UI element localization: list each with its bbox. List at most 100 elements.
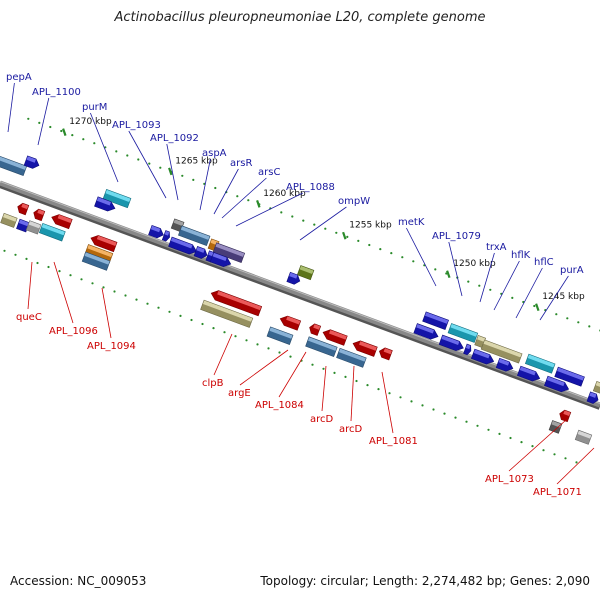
gene-block-highlight xyxy=(105,189,131,203)
gene-block-highlight xyxy=(527,354,556,368)
leader-line-upper xyxy=(199,158,211,211)
gene-block-outline xyxy=(470,348,495,365)
map-title: Actinobacillus pleuropneumoniae L20, com… xyxy=(114,10,486,25)
scale-dot xyxy=(313,223,316,226)
scale-dot xyxy=(531,445,534,448)
gene-block-body xyxy=(211,290,262,316)
gene-label-lower: APL_1084 xyxy=(255,400,304,411)
scale-dot xyxy=(69,274,72,277)
scale-dot xyxy=(467,280,470,283)
scale-dot xyxy=(278,351,281,354)
gene-block-highlight xyxy=(338,348,367,362)
gene-block xyxy=(322,329,348,346)
scale-dot xyxy=(49,125,52,129)
gene-block-outline xyxy=(33,208,46,222)
gene-label-lower: APL_1096 xyxy=(49,326,98,337)
gene-block-outline xyxy=(447,323,479,343)
gene-block-highlight xyxy=(595,381,600,390)
scale-tick-label: 1250 kbp xyxy=(453,259,496,269)
gene-block-highlight xyxy=(441,335,460,346)
gene-block-highlight xyxy=(26,155,37,163)
scale-dot xyxy=(71,134,74,137)
gene-block xyxy=(210,290,263,317)
gene-block xyxy=(38,222,66,242)
scale-dot xyxy=(192,178,195,181)
gene-block xyxy=(193,246,208,259)
gene-block xyxy=(524,353,556,374)
gene-block xyxy=(559,409,572,423)
leader-line-lower xyxy=(53,261,74,324)
scale-tick xyxy=(168,167,173,176)
gene-block xyxy=(51,214,73,230)
leader-line-upper xyxy=(448,241,463,297)
gene-block-highlight xyxy=(359,340,378,351)
gene-block-highlight xyxy=(424,311,449,324)
scale-dot xyxy=(47,265,50,269)
gene-block-outline xyxy=(305,336,338,357)
gene-label-lower: queC xyxy=(16,312,42,323)
gene-block-highlight xyxy=(212,252,227,262)
scale-dot xyxy=(280,211,283,214)
scale-dot xyxy=(148,162,151,165)
scale-dot xyxy=(91,282,94,285)
gene-block-outline xyxy=(161,230,170,242)
gene-block-outline xyxy=(554,366,585,387)
gene-block-outline xyxy=(0,155,28,176)
leader-line-lower xyxy=(350,365,355,422)
gene-block-outline xyxy=(23,155,40,169)
gene-block-outline xyxy=(352,340,378,357)
gene-label-lower: argE xyxy=(228,388,251,399)
gene-block xyxy=(592,380,600,397)
gene-block xyxy=(90,235,118,253)
gene-block-highlight xyxy=(170,237,193,249)
gene-block-outline xyxy=(286,271,301,285)
gene-block-outline xyxy=(586,391,599,404)
gene-block xyxy=(25,220,42,235)
gene-block-highlight xyxy=(37,209,45,216)
gene-block-highlight xyxy=(180,225,211,240)
gene-block xyxy=(16,218,30,233)
scale-dot xyxy=(236,195,239,198)
backbone-highlight xyxy=(0,181,600,404)
gene-block-highlight xyxy=(96,235,118,247)
gene-block-highlight xyxy=(269,326,293,339)
gene-block-outline xyxy=(480,339,523,364)
gene-block xyxy=(413,323,439,340)
gene-block-highlight xyxy=(329,329,348,340)
leader-line-upper xyxy=(299,206,347,241)
gene-block-highlight xyxy=(21,203,29,210)
gene-block-body xyxy=(90,235,118,252)
gene-block xyxy=(305,336,338,357)
scale-dot xyxy=(82,138,85,141)
scale-dot xyxy=(377,388,380,391)
gene-block-outline xyxy=(266,326,294,345)
scale-dot xyxy=(498,432,501,435)
gene-block-outline xyxy=(559,409,572,423)
scale-dot xyxy=(577,321,580,324)
leader-line-upper xyxy=(221,177,267,219)
scale-dot xyxy=(432,408,435,411)
gene-features xyxy=(0,155,600,445)
scale-dot xyxy=(291,215,294,218)
gene-block-outline xyxy=(212,242,246,263)
gene-block-highlight xyxy=(383,347,393,355)
gene-block xyxy=(463,343,472,356)
gene-block-highlight xyxy=(96,196,112,206)
gene-block xyxy=(0,212,18,228)
gene-block xyxy=(296,265,315,281)
scale-dot xyxy=(256,343,259,346)
gene-block-outline xyxy=(38,222,66,242)
gene-label-upper: APL_1092 xyxy=(150,133,199,144)
scale-dot xyxy=(245,339,248,342)
gene-block xyxy=(438,334,464,351)
gene-block-outline xyxy=(102,189,132,209)
gene-block-highlight xyxy=(288,272,298,279)
gene-label-upper: purA xyxy=(560,265,584,276)
gene-label-lower: APL_1081 xyxy=(369,436,418,447)
gene-block-outline xyxy=(463,343,472,356)
leader-line-upper xyxy=(493,260,520,311)
scale-dot xyxy=(421,404,424,407)
scale-dot xyxy=(157,306,160,309)
gene-block xyxy=(480,339,523,364)
gene-label-lower: arcD xyxy=(339,424,363,435)
